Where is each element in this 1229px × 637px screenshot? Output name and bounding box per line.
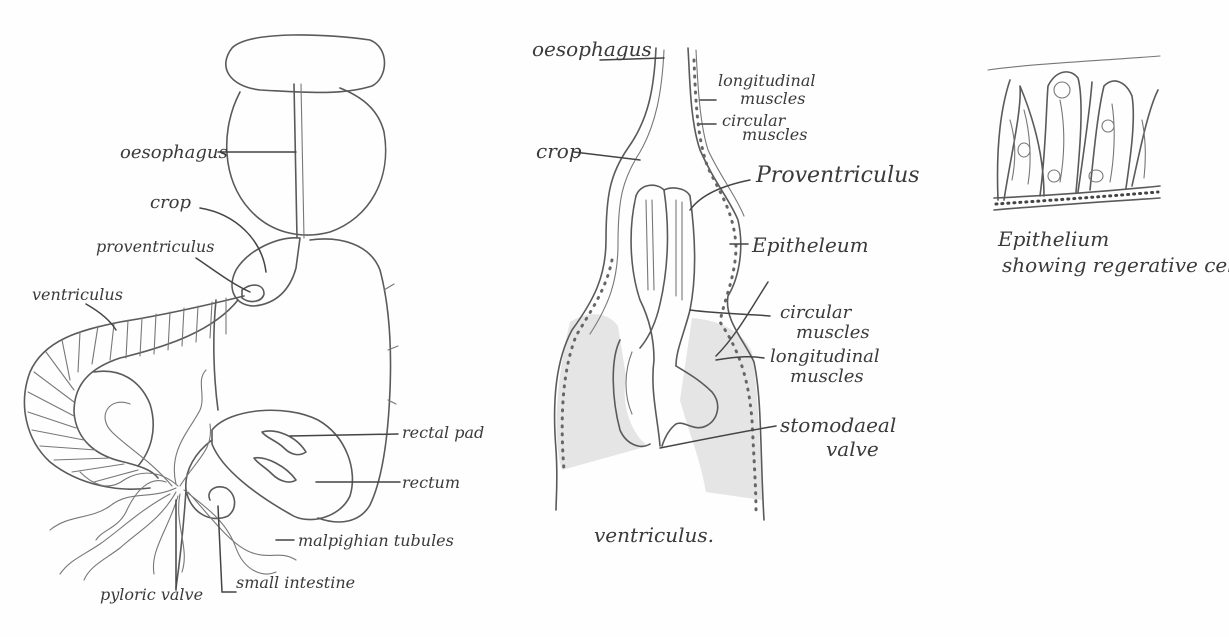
intestine-loop [94,371,153,466]
label-longitudinal-mid-2: muscles [790,366,864,387]
epithelium-cells [998,72,1159,200]
abdomen-left-edge [214,300,218,410]
label-circular-top-2: muscles [742,125,807,144]
label-longitudinal-top: longitudinal [718,71,815,90]
label-epithelium: Epitheleum [751,233,869,257]
epithelium-top-edge [988,56,1160,70]
muscle-hatch-left [556,314,648,470]
abdomen-hair-1 [384,284,394,290]
label-rectal-pad: rectal pad [402,423,484,442]
label-stomodaeal-2: valve [826,437,879,461]
label-malpighian-tubules: malpighian tubules [298,531,454,550]
abdomen-outline [310,239,391,522]
label-crop-fig2: crop [536,139,582,163]
thorax-outline [227,88,386,235]
oesophagus-tube [294,84,297,238]
small-intestine-tube [176,490,186,588]
proventriculus-cap [636,185,690,196]
label-longitudinal-mid: longitudinal [770,346,880,367]
epithelium-base-2 [994,198,1160,210]
malpighian-tubules [50,370,296,580]
muscle-hatch-right [680,318,762,500]
label-circular-mid: circular [780,302,853,323]
valve-inner-fold [626,352,632,414]
label-proventriculus-fig1: proventriculus [96,237,214,256]
epithelium-caption-line2: showing regerative cells [1002,253,1229,277]
figure-proventriculus-section: oesophagus crop longitudinal muscles cir… [532,37,920,547]
label-oesophagus-fig2: oesophagus [532,37,652,61]
label-ventriculus-fig1: ventriculus [32,285,123,304]
label-crop-fig1: crop [150,192,192,213]
figure-whole-gut: oesophagus crop proventriculus ventricul… [24,35,484,604]
proventriculus-bulb [242,285,264,301]
small-intestine-coil [186,440,235,518]
rectal-pad-2 [254,458,296,482]
label-circular-mid-2: muscles [796,322,870,343]
leader-proventriculus-2 [690,180,750,210]
label-ventriculus-fig2: ventriculus. [594,523,714,547]
leader-crop-2 [574,152,640,160]
label-rectum: rectum [402,473,460,492]
label-longitudinal-top-2: muscles [740,89,805,108]
figure-epithelium: Epithelium showing regerative cells [988,56,1229,277]
leader-rectal-pad [290,434,398,436]
epithelium-caption-line1: Epithelium [997,227,1109,251]
oesophagus-tube-inner [301,84,304,238]
label-proventriculus-fig2: Proventriculus [755,163,920,188]
label-small-intestine: small intestine [236,573,355,592]
label-stomodaeal: stomodaeal [780,413,896,437]
head-outline [226,35,385,93]
rectal-pad-1 [262,431,306,455]
rectum-outline [212,410,352,519]
label-pyloric-valve: pyloric valve [100,585,203,604]
label-oesophagus-fig1: oesophagus [120,142,228,163]
